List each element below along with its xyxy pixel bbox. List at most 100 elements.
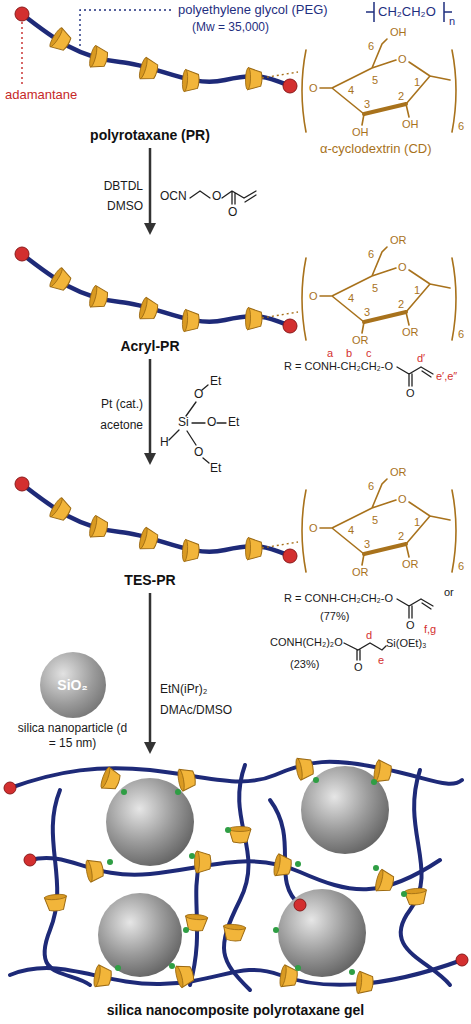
gel-network-part bbox=[10, 762, 462, 990]
gel-network-part bbox=[44, 894, 67, 912]
gel-network-part bbox=[107, 777, 407, 975]
chem-label: Et bbox=[210, 462, 221, 475]
chem-label: OH bbox=[390, 26, 407, 38]
chem-label: O bbox=[228, 206, 237, 219]
chem-label: 4 bbox=[348, 524, 354, 536]
gel-network-part-part bbox=[24, 854, 36, 866]
chem-label: O bbox=[194, 446, 203, 459]
gel-network-part bbox=[222, 924, 245, 942]
chem-label: O bbox=[309, 82, 318, 94]
gel-network-part-part bbox=[175, 789, 181, 795]
gel-network-part bbox=[374, 869, 396, 895]
chem-label: (77%) bbox=[320, 610, 349, 622]
chem-label: EtN(iPr)₂ bbox=[160, 683, 207, 696]
chem-label: Et bbox=[210, 375, 221, 388]
gel-network-part bbox=[93, 965, 113, 990]
bond-lines bbox=[169, 191, 433, 660]
ring-structures-part bbox=[302, 247, 456, 340]
chem-label: polyethylene glycol (PEG) bbox=[178, 3, 328, 17]
gel-network-part bbox=[356, 971, 374, 994]
chem-label: O bbox=[212, 190, 221, 203]
gel-network-part bbox=[4, 782, 468, 966]
chem-label: OR bbox=[352, 566, 369, 578]
chem-label: 3 bbox=[364, 538, 370, 550]
arrow-shaft bbox=[149, 593, 152, 743]
chem-label: 4 bbox=[348, 292, 354, 304]
chem-label: 1 bbox=[414, 516, 420, 528]
silica-particle: SiO₂ bbox=[40, 652, 106, 718]
gel-network-part bbox=[195, 851, 212, 873]
chem-label: Si bbox=[178, 416, 189, 429]
chem-label: R = CONH-CH₂CH₂-O bbox=[284, 592, 393, 604]
bond-lines-part bbox=[397, 367, 433, 386]
arrow-head bbox=[144, 223, 156, 235]
chains-part bbox=[15, 247, 297, 333]
nanoparticle-node: SiO₂silica nanoparticle (d = 15 nm) bbox=[15, 652, 130, 751]
bond-lines-part bbox=[169, 385, 226, 463]
chem-label: e′,e″ bbox=[436, 370, 457, 382]
chem-label: O bbox=[194, 388, 203, 401]
particle-caption: silica nanoparticle (d = 15 nm) bbox=[15, 721, 130, 751]
chem-label: 1 bbox=[414, 284, 420, 296]
chem-label: α-cyclodextrin (CD) bbox=[320, 142, 432, 156]
stage-name: TES-PR bbox=[124, 572, 175, 588]
chem-label: 2 bbox=[398, 298, 404, 310]
gel-network-part-part bbox=[169, 963, 175, 969]
chem-label: d bbox=[366, 629, 372, 641]
chem-label: 5 bbox=[372, 514, 378, 526]
peg-bracket bbox=[366, 2, 452, 22]
chem-label: 6 bbox=[458, 328, 464, 340]
gel-network-part bbox=[174, 963, 196, 989]
gel-network-part-part bbox=[4, 782, 16, 794]
gel-network-part bbox=[278, 889, 366, 977]
chem-label: 6 bbox=[458, 560, 464, 572]
leader-lines-part bbox=[21, 22, 22, 84]
chem-label: OR bbox=[352, 334, 369, 346]
chem-label: 5 bbox=[372, 282, 378, 294]
gel-network-part bbox=[98, 893, 182, 977]
peg-bracket-part bbox=[366, 2, 452, 22]
leader-lines-part bbox=[262, 72, 298, 78]
gel-network-part-part bbox=[270, 800, 300, 905]
gel-network-part-part bbox=[456, 954, 468, 966]
gel-network-part-part bbox=[183, 927, 189, 933]
chem-label: a bbox=[327, 347, 333, 359]
chem-label: OR bbox=[390, 234, 407, 246]
arrow-head bbox=[144, 453, 156, 465]
stage-node: TES-PR bbox=[35, 466, 265, 590]
gel-network-part bbox=[106, 778, 194, 866]
stage-node: silica nanocomposite polyrotaxane gel bbox=[0, 755, 471, 1020]
reaction-arrow bbox=[144, 593, 156, 754]
chem-label: 6 bbox=[368, 40, 374, 52]
chem-label: 6 bbox=[458, 120, 464, 132]
gel-network-part-part bbox=[401, 770, 450, 985]
ring-structures bbox=[302, 39, 456, 572]
chem-label: R = CONH-CH₂CH₂-O bbox=[284, 360, 393, 372]
chem-label: OH bbox=[352, 126, 369, 138]
chem-label: (Mw = 35,000) bbox=[192, 21, 269, 34]
gel-network-part-part bbox=[401, 891, 407, 897]
gel-network-part bbox=[99, 766, 122, 792]
arrow-head bbox=[144, 742, 156, 754]
chem-label: O bbox=[354, 661, 363, 673]
chem-label: OR bbox=[390, 466, 407, 478]
chem-label: CH₂CH₂O bbox=[378, 5, 436, 19]
chem-label: OR bbox=[402, 558, 419, 570]
chem-label: DBTDL bbox=[104, 180, 143, 193]
chem-label: c bbox=[366, 347, 372, 359]
chem-label: 1 bbox=[414, 76, 420, 88]
gel-network-part-part bbox=[295, 861, 301, 867]
chem-label: Pt (cat.) bbox=[101, 398, 143, 411]
chem-label: 3 bbox=[364, 306, 370, 318]
chem-label: O bbox=[398, 53, 407, 65]
chem-label: O bbox=[309, 522, 318, 534]
gel-network bbox=[4, 756, 468, 995]
chem-label: H bbox=[160, 436, 169, 449]
chem-label: OR bbox=[402, 326, 419, 338]
gel-network-part bbox=[177, 767, 197, 792]
leader-lines-part bbox=[80, 10, 172, 46]
gel-network-part-part bbox=[295, 965, 301, 971]
arrow-shaft bbox=[149, 359, 152, 454]
gel-network-part-part bbox=[313, 777, 319, 783]
